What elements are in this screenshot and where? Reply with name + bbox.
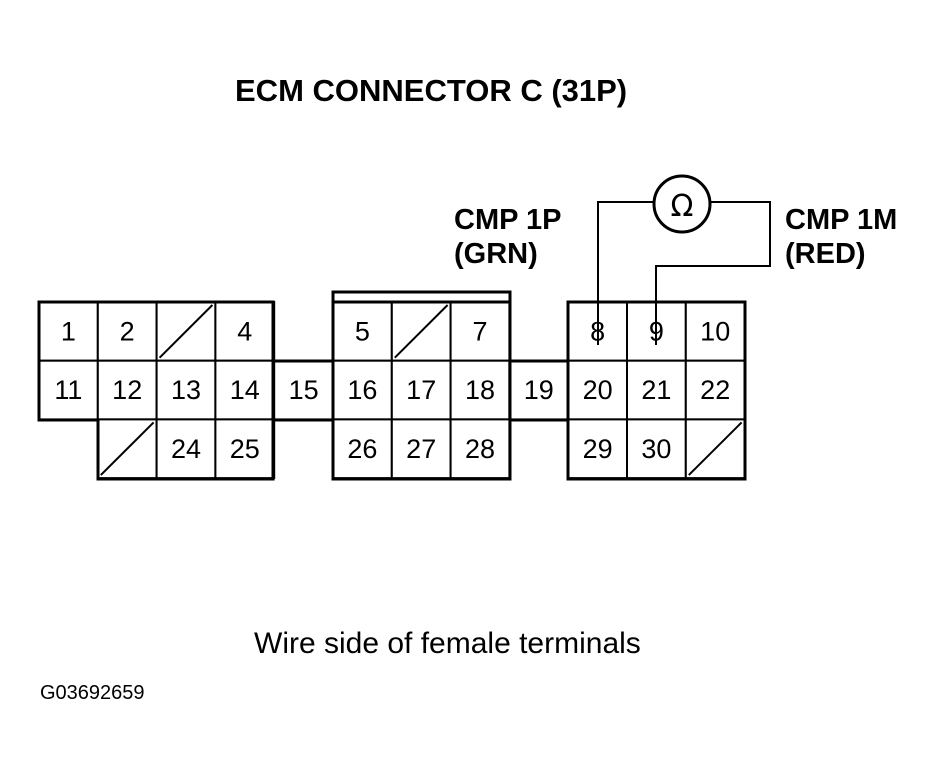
terminal-cell: 10 [684,301,746,362]
probe-negative-color: (RED) [785,238,866,270]
terminal-cell: 20 [567,359,629,421]
terminal-number: 26 [347,434,377,464]
terminal-cell: 19 [508,359,570,421]
terminal-number: 13 [171,375,201,405]
terminal-cell-box [155,359,217,421]
terminal-number: 16 [347,375,377,405]
terminal-cell: 2 [96,301,158,362]
terminal-number: 29 [583,434,613,464]
diagram-title: ECM CONNECTOR C (31P) [235,73,627,108]
terminal-cell: 17 [390,359,452,421]
terminal-number: 7 [472,316,487,346]
terminal-cell-box [96,301,158,362]
terminal-cell: 11 [38,359,99,421]
ohmmeter-wiring: Ω [597,174,771,345]
terminal-cell: 5 [332,301,393,362]
terminal-number: 5 [355,316,370,346]
terminal-cell: 22 [684,359,746,421]
terminal-number: 2 [120,316,135,346]
terminal-cell: 27 [390,418,452,480]
terminal-number: 11 [54,375,82,405]
terminal-cell: 12 [96,359,158,421]
terminal-number: 10 [700,316,730,346]
terminal-cell-box [626,359,687,421]
terminal-cell-empty [684,418,746,480]
probe-wire-positive [597,201,654,345]
terminal-cell-box [155,418,217,480]
terminal-cell: 21 [626,359,687,421]
unused-terminal-slash [688,421,743,476]
terminal-number: 20 [583,375,613,405]
terminal-cell: 4 [214,301,276,362]
unused-terminal-slash [100,421,155,476]
terminal-cell-box [567,418,629,480]
terminal-number: 14 [230,375,260,405]
terminal-number: 19 [524,375,554,405]
terminal-cell: 14 [214,359,276,421]
terminal-cell-empty [390,301,452,362]
terminal-cell: 26 [332,418,393,480]
terminal-number: 12 [112,375,142,405]
probe-positive-name: CMP 1P [454,204,561,236]
terminal-number: 1 [61,316,76,346]
figure-id: G03692659 [40,682,145,704]
terminal-cell: 29 [567,418,629,480]
terminal-number: 25 [230,434,260,464]
terminal-number: 18 [465,375,495,405]
terminal-number: 21 [641,375,671,405]
terminal-number: 22 [700,375,730,405]
connector-block-outline [37,300,275,481]
terminal-cell: 7 [449,301,511,362]
terminal-cell: 28 [449,418,511,480]
terminal-cell: 24 [155,418,217,480]
terminal-cell: 18 [449,359,511,421]
terminal-number: 30 [641,434,671,464]
terminal-number: 4 [237,316,252,346]
terminal-cell-box [684,359,746,421]
diagram-caption: Wire side of female terminals [254,627,641,660]
ohm-symbol: Ω [671,189,694,224]
ohmmeter-icon [652,174,712,234]
terminal-number: 24 [171,434,201,464]
terminal-cell-empty [96,418,158,480]
terminal-cell: 13 [155,359,217,421]
terminal-cell: 15 [273,359,335,421]
terminal-cell-box [214,301,276,362]
unused-terminal-slash [394,304,449,359]
terminal-cell: 1 [38,301,99,362]
connector-block-outline [510,359,570,422]
terminal-cell-empty [155,301,217,362]
terminal-cell-box [214,359,276,421]
terminal-cell-box [214,418,276,480]
terminal-cell: 30 [626,418,687,480]
unused-terminal-slash [158,304,214,359]
terminal-number: 27 [406,434,436,464]
terminal-cell: 25 [214,418,276,480]
probe-positive-color: (GRN) [454,238,538,270]
terminal-number: 17 [406,375,436,405]
terminal-cell: 16 [332,359,393,421]
terminal-number: 28 [465,434,495,464]
connector-block-outline [273,359,335,422]
connector-lock-tab [331,290,512,302]
probe-wire-negative [655,201,771,345]
terminal-number: 15 [289,375,319,405]
probe-negative-name: CMP 1M [785,204,897,236]
